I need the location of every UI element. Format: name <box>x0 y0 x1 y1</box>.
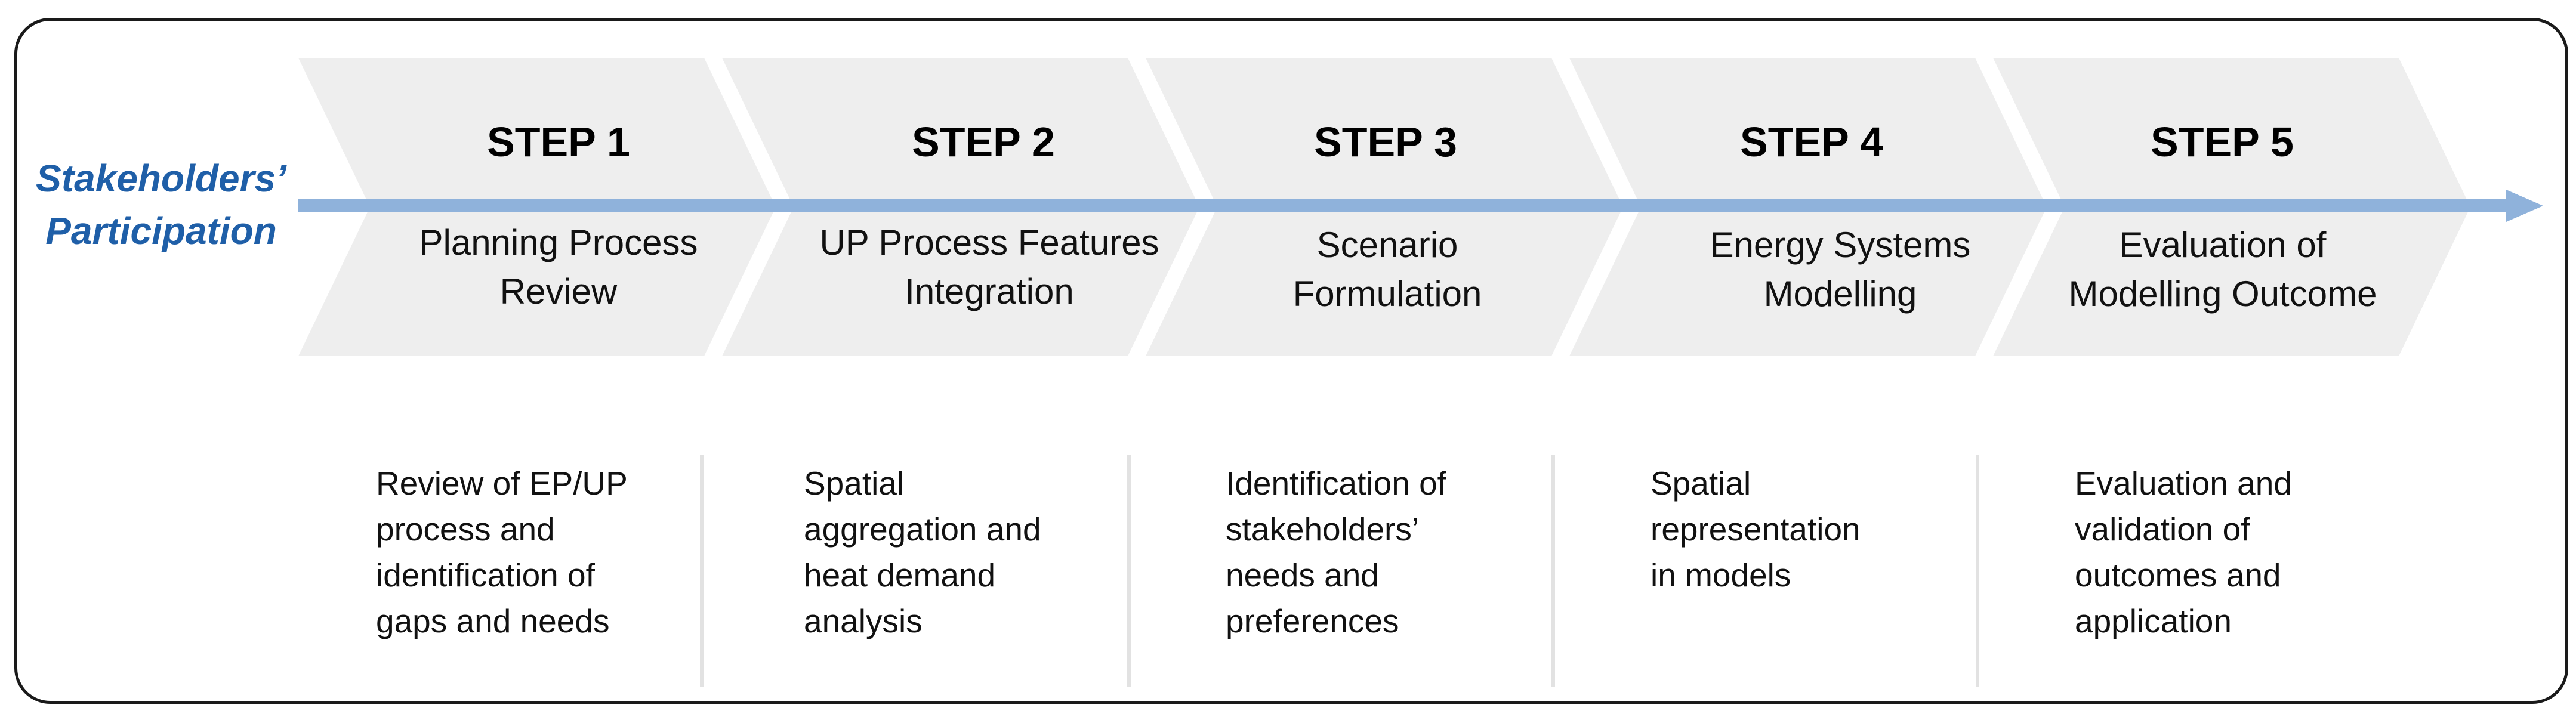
step-2-subtitle-line-2: Integration <box>905 271 1074 311</box>
column-divider-2 <box>1127 455 1131 687</box>
step-1-desc-line-1: Review of EP/UP <box>376 465 628 502</box>
step-2-subtitle: UP Process Features Integration <box>798 218 1180 316</box>
stakeholders-participation-label: Stakeholders’ Participation <box>24 152 298 257</box>
step-5-subtitle-line-2: Modelling Outcome <box>2068 274 2377 314</box>
step-5-desc-line-1: Evaluation and <box>2075 465 2292 502</box>
step-5-subtitle: Evaluation of Modelling Outcome <box>2032 221 2414 319</box>
step-2-description: Spatial aggregation and heat demand anal… <box>804 461 1041 644</box>
step-1-title: STEP 1 <box>487 119 630 165</box>
participation-arrow-head <box>2506 190 2543 222</box>
step-4-subtitle: Energy Systems Modelling <box>1649 221 2031 319</box>
step-1-desc-line-4: gaps and needs <box>376 602 610 639</box>
step-1-subtitle: Planning Process Review <box>368 218 749 316</box>
step-3-desc-line-4: preferences <box>1226 602 1399 639</box>
step-1-description: Review of EP/UP process and identificati… <box>376 461 628 644</box>
step-4-title: STEP 4 <box>1740 119 1883 165</box>
column-divider-3 <box>1551 455 1555 687</box>
step-5-desc-line-2: validation of <box>2075 511 2250 548</box>
step-4-description: Spatial representation in models <box>1651 461 1861 598</box>
step-1-desc-line-3: identification of <box>376 557 595 594</box>
step-5-desc-line-4: application <box>2075 602 2232 639</box>
step-5-title: STEP 5 <box>2151 119 2294 165</box>
column-divider-4 <box>1976 455 1979 687</box>
step-3-subtitle: Scenario Formulation <box>1196 221 1578 319</box>
step-3-description: Identification of stakeholders’ needs an… <box>1226 461 1446 644</box>
step-4-desc-line-3: in models <box>1651 557 1791 594</box>
step-2-subtitle-line-1: UP Process Features <box>819 222 1159 262</box>
step-5-subtitle-line-1: Evaluation of <box>2119 225 2327 265</box>
step-3-subtitle-line-1: Scenario <box>1316 225 1458 265</box>
step-1-subtitle-line-1: Planning Process <box>419 222 698 262</box>
step-4-desc-line-2: representation <box>1651 511 1861 548</box>
step-4-desc-line-1: Spatial <box>1651 465 1751 502</box>
side-label-line-2: Participation <box>45 209 277 252</box>
step-3-desc-line-2: stakeholders’ <box>1226 511 1420 548</box>
step-3-subtitle-line-2: Formulation <box>1292 274 1482 314</box>
step-2-desc-line-2: aggregation and <box>804 511 1041 548</box>
step-4-subtitle-line-1: Energy Systems <box>1710 225 1971 265</box>
step-2-desc-line-1: Spatial <box>804 465 905 502</box>
step-1-desc-line-2: process and <box>376 511 555 548</box>
step-2-desc-line-3: heat demand <box>804 557 996 594</box>
column-divider-1 <box>700 455 704 687</box>
step-1-subtitle-line-2: Review <box>499 271 618 311</box>
step-3-desc-line-1: Identification of <box>1226 465 1446 502</box>
step-3-desc-line-3: needs and <box>1226 557 1379 594</box>
step-4-subtitle-line-2: Modelling <box>1763 274 1917 314</box>
side-label-line-1: Stakeholders’ <box>36 157 286 200</box>
step-5-description: Evaluation and validation of outcomes an… <box>2075 461 2292 644</box>
step-5-desc-line-3: outcomes and <box>2075 557 2281 594</box>
step-2-title: STEP 2 <box>912 119 1055 165</box>
step-2-desc-line-4: analysis <box>804 602 923 639</box>
step-3-title: STEP 3 <box>1314 119 1457 165</box>
